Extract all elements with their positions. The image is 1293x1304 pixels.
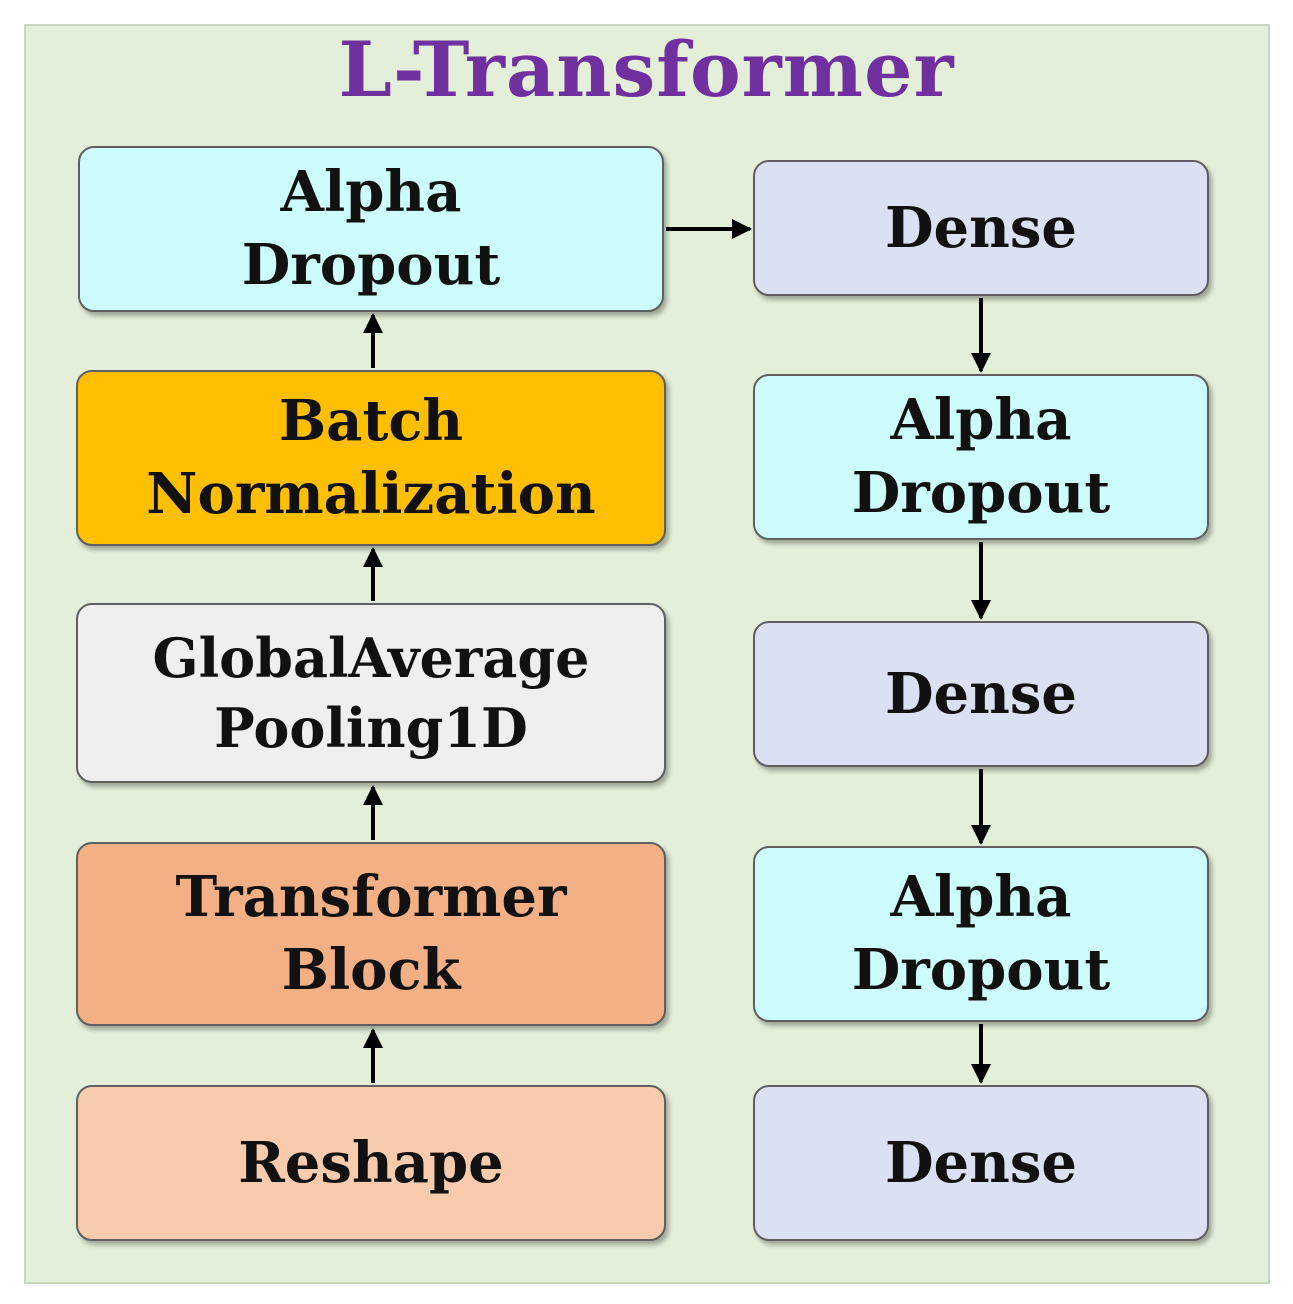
- left-node-global-average-pooling1d: GlobalAverage Pooling1D: [76, 603, 666, 783]
- right-node-dense-1: Dense: [753, 160, 1209, 296]
- left-node-alpha-dropout: Alpha Dropout: [78, 146, 664, 312]
- left-node-batch-normalization: Batch Normalization: [76, 370, 666, 546]
- left-node-transformer-block: Transformer Block: [76, 842, 666, 1026]
- diagram-title: L-Transformer: [338, 25, 955, 114]
- right-node-dense-2: Dense: [753, 621, 1209, 767]
- right-node-alpha-dropout-1: Alpha Dropout: [753, 374, 1209, 540]
- left-node-reshape: Reshape: [76, 1085, 666, 1241]
- right-node-alpha-dropout-2: Alpha Dropout: [753, 846, 1209, 1022]
- right-node-dense-3: Dense: [753, 1085, 1209, 1241]
